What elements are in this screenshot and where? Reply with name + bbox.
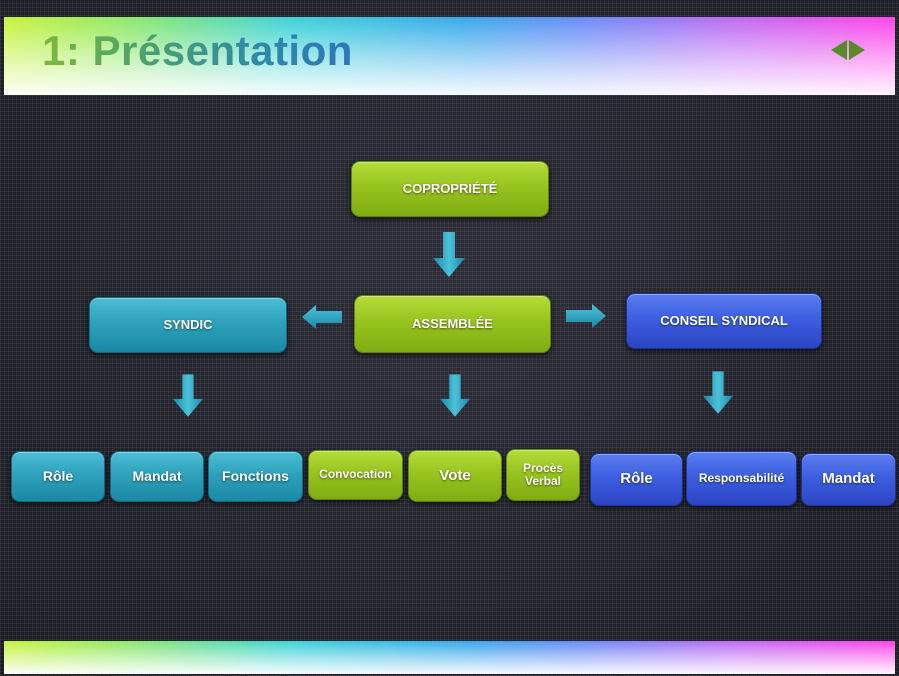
- slide-navigation: [831, 40, 865, 60]
- node-label: Vote: [439, 466, 471, 484]
- node-assemblee-convocation[interactable]: Convocation: [308, 450, 403, 500]
- arrow-left-icon: [302, 305, 342, 329]
- node-conseil-syndical[interactable]: CONSEIL SYNDICAL: [626, 293, 822, 349]
- node-label: SYNDIC: [163, 316, 213, 332]
- arrow-right-icon: [566, 304, 606, 328]
- node-syndic-role[interactable]: Rôle: [11, 451, 105, 502]
- node-label: Procès Verbal: [522, 460, 564, 488]
- node-assemblee-vote[interactable]: Vote: [408, 450, 502, 502]
- node-assemblee-proces-verbal[interactable]: Procès Verbal: [506, 449, 580, 501]
- node-copropriete[interactable]: COPROPRIÉTÉ: [351, 161, 549, 217]
- node-conseil-responsabilite[interactable]: Responsabilité: [686, 451, 797, 506]
- node-label: Mandat: [132, 467, 182, 484]
- node-syndic-mandat[interactable]: Mandat: [110, 451, 204, 502]
- page-title: 1: Présentation: [42, 27, 353, 74]
- triangle-right-icon[interactable]: [849, 40, 865, 60]
- node-conseil-role[interactable]: Rôle: [590, 453, 683, 506]
- arrow-down-icon: [172, 374, 204, 417]
- node-label: CONSEIL SYNDICAL: [660, 312, 788, 328]
- arrow-down-icon: [439, 374, 471, 417]
- triangle-left-icon[interactable]: [831, 40, 847, 60]
- node-conseil-mandat[interactable]: Mandat: [801, 453, 896, 506]
- arrow-down-icon: [702, 371, 734, 414]
- node-label: Fonctions: [222, 467, 289, 484]
- node-label: Mandat: [822, 470, 875, 488]
- node-syndic-fonctions[interactable]: Fonctions: [208, 451, 303, 502]
- title-banner: 1: Présentation: [4, 17, 895, 95]
- node-syndic[interactable]: SYNDIC: [89, 297, 287, 353]
- node-label: Rôle: [620, 470, 653, 488]
- node-label: Responsabilité: [698, 470, 785, 485]
- node-assemblee[interactable]: ASSEMBLÉE: [354, 295, 551, 353]
- node-label: COPROPRIÉTÉ: [402, 180, 498, 196]
- footer-banner: [4, 641, 895, 674]
- node-label: Convocation: [319, 467, 392, 482]
- node-label: ASSEMBLÉE: [412, 315, 493, 331]
- arrow-down-icon: [433, 232, 465, 277]
- node-label: Rôle: [42, 467, 74, 484]
